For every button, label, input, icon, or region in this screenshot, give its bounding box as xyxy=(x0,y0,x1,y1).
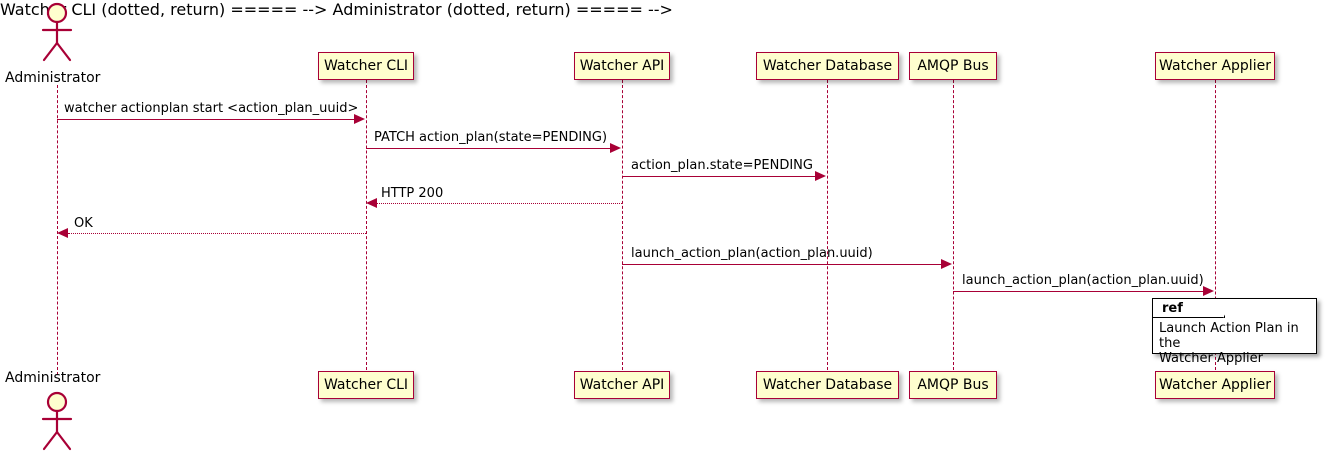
lifeline-amqp-bus xyxy=(953,80,954,370)
participant-watcher-cli-top[interactable]: Watcher CLI xyxy=(318,52,414,80)
participant-watcher-database-bottom[interactable]: Watcher Database xyxy=(756,371,899,399)
message-line-6 xyxy=(622,264,944,265)
ref-fragment-keyword: ref xyxy=(1162,300,1183,316)
actor-label-administrator-bottom: Administrator xyxy=(5,370,101,386)
participant-label: AMQP Bus xyxy=(917,377,989,393)
participant-label: Watcher CLI xyxy=(323,377,409,393)
message-arrowhead-4 xyxy=(366,198,377,208)
ref-fragment-keyword-tab: ref xyxy=(1153,299,1225,318)
participant-label: Watcher API xyxy=(579,58,665,74)
participant-amqp-bus-top[interactable]: AMQP Bus xyxy=(909,52,997,80)
participant-watcher-applier-top[interactable]: Watcher Applier xyxy=(1155,52,1275,80)
message-arrowhead-1 xyxy=(354,114,365,124)
message-label-patch-action-plan: PATCH action_plan(state=PENDING) xyxy=(374,130,608,145)
message-arrowhead-2 xyxy=(610,143,621,153)
message-line-2 xyxy=(366,148,613,149)
participant-label: Watcher Database xyxy=(762,377,893,393)
actor-administrator-bottom-icon xyxy=(41,391,73,451)
message-arrowhead-6 xyxy=(941,259,952,269)
participant-watcher-cli-bottom[interactable]: Watcher CLI xyxy=(318,371,414,399)
lifeline-watcher-applier xyxy=(1215,80,1216,370)
message-line-3 xyxy=(622,176,818,177)
participant-label: Watcher Applier xyxy=(1159,377,1271,393)
message-label-watcher-actionplan-start: watcher actionplan start <action_plan_uu… xyxy=(64,101,359,116)
message-label-http-200: HTTP 200 xyxy=(381,186,444,201)
participant-label: AMQP Bus xyxy=(917,58,989,74)
message-label-ok: OK xyxy=(74,216,93,231)
participant-label: Watcher Database xyxy=(762,58,893,74)
message-label-action-plan-state-pending: action_plan.state=PENDING xyxy=(631,158,813,173)
message-line-5 xyxy=(68,233,366,234)
participant-label: Watcher Applier xyxy=(1159,58,1271,74)
participant-watcher-api-top[interactable]: Watcher API xyxy=(574,52,670,80)
message-arrowhead-7 xyxy=(1203,286,1214,296)
message-arrowhead-5 xyxy=(57,228,68,238)
lifeline-watcher-cli xyxy=(366,80,367,370)
ref-fragment-tab-corner xyxy=(1223,299,1234,318)
actor-label-administrator-top: Administrator xyxy=(5,70,101,86)
ref-fragment-text: Launch Action Plan in the Watcher Applie… xyxy=(1159,321,1299,366)
message-label-launch-action-plan-applier: launch_action_plan(action_plan.uuid) xyxy=(962,273,1204,288)
message-line-7 xyxy=(953,291,1206,292)
lifeline-watcher-database xyxy=(827,80,828,370)
participant-watcher-api-bottom[interactable]: Watcher API xyxy=(574,371,670,399)
message-arrowhead-3 xyxy=(815,171,826,181)
message-label-launch-action-plan-amqp: launch_action_plan(action_plan.uuid) xyxy=(631,246,873,261)
participant-label: Watcher CLI xyxy=(323,58,409,74)
participant-amqp-bus-bottom[interactable]: AMQP Bus xyxy=(909,371,997,399)
message-line-1 xyxy=(57,119,357,120)
actor-administrator-top-icon xyxy=(41,2,73,62)
lifeline-watcher-api xyxy=(622,80,623,370)
ref-fragment: ref Launch Action Plan in the Watcher Ap… xyxy=(1152,298,1317,366)
message-line-4 xyxy=(377,203,622,204)
participant-watcher-database-top[interactable]: Watcher Database xyxy=(756,52,899,80)
participant-watcher-applier-bottom[interactable]: Watcher Applier xyxy=(1155,371,1275,399)
participant-label: Watcher API xyxy=(579,377,665,393)
